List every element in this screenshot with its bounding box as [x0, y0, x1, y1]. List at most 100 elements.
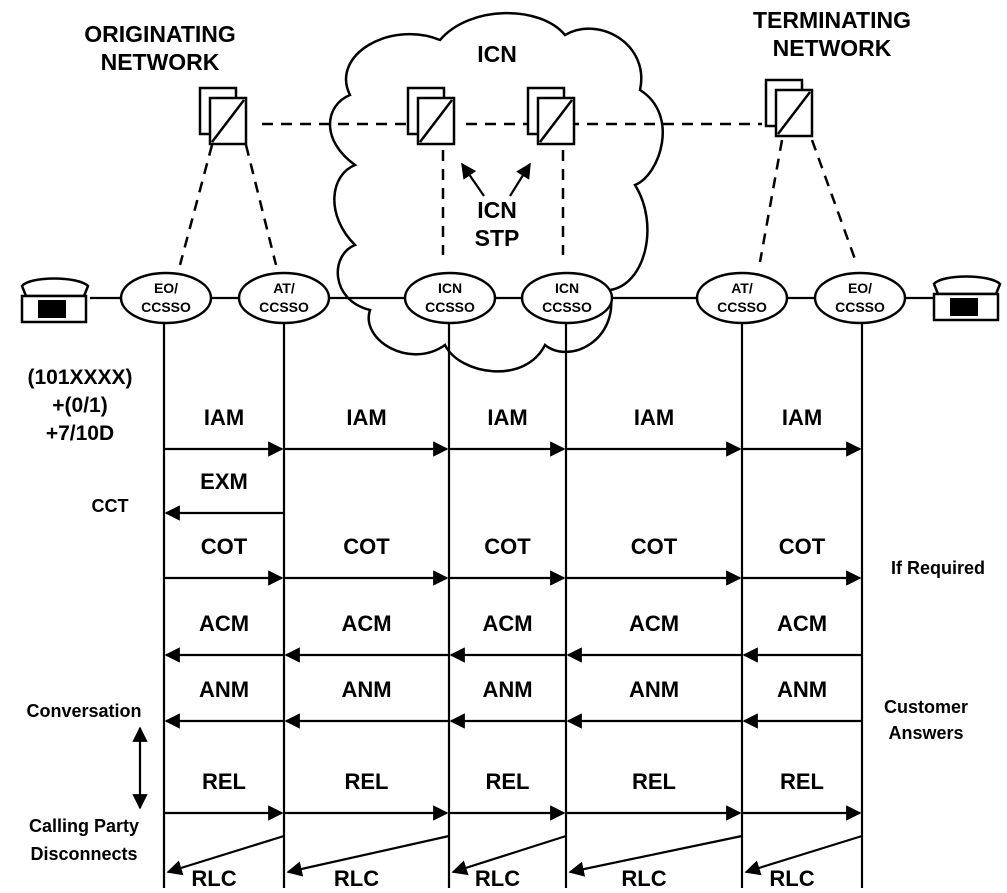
- message-label: ANM: [777, 677, 827, 702]
- originating-network-label-1: ORIGINATING: [84, 21, 236, 47]
- message-hop: COT: [742, 534, 860, 578]
- message-hop: REL: [284, 769, 447, 813]
- message-hop: COT: [164, 534, 282, 578]
- message-label: REL: [345, 769, 389, 794]
- dial-note-3: +7/10D: [46, 422, 114, 445]
- message-hop: IAM: [284, 405, 447, 449]
- stp-pointer-arrow: [510, 164, 530, 196]
- message-hop: COT: [449, 534, 564, 578]
- message-label: ACM: [629, 611, 679, 636]
- message-label: RLC: [769, 866, 814, 891]
- customer-answers-note-2: Answers: [888, 723, 963, 743]
- message-label: RLC: [621, 866, 666, 891]
- message-hop: RLC: [570, 836, 742, 891]
- message-label: RLC: [334, 866, 379, 891]
- icn-stp-label-2: STP: [475, 225, 520, 251]
- message-hop: ANM: [451, 677, 566, 721]
- message-hop: RLC: [168, 836, 284, 891]
- message-hop: COT: [284, 534, 447, 578]
- message-hop: IAM: [449, 405, 564, 449]
- originating-network-label-2: NETWORK: [101, 49, 220, 75]
- message-label: REL: [486, 769, 530, 794]
- message-label: RLC: [475, 866, 520, 891]
- message-hop: REL: [566, 769, 740, 813]
- switch-node: EO/CCSSO: [121, 273, 211, 323]
- message-label: ACM: [482, 611, 532, 636]
- switch-node-label-1: AT/: [273, 280, 295, 296]
- message-hop: REL: [164, 769, 282, 813]
- message-label: COT: [201, 534, 248, 559]
- message-label: COT: [631, 534, 678, 559]
- signaling-link: [180, 145, 212, 265]
- message-label: ANM: [629, 677, 679, 702]
- message-label: IAM: [487, 405, 527, 430]
- message-label: IAM: [204, 405, 244, 430]
- message-hop: ACM: [451, 611, 566, 655]
- message-label: COT: [343, 534, 390, 559]
- message-hop: EXM: [166, 469, 284, 513]
- message-label: IAM: [634, 405, 674, 430]
- calling-party-note-2: Disconnects: [30, 844, 137, 864]
- terminating-network-label-1: TERMINATING: [753, 7, 911, 33]
- message-label: REL: [202, 769, 246, 794]
- switch-node: ICN CCSSO: [405, 273, 495, 323]
- switch-node-label-2: CCSSO: [717, 299, 767, 315]
- message-hop: ANM: [744, 677, 862, 721]
- stp-icon: [408, 88, 454, 144]
- switch-node-label-2: CCSSO: [141, 299, 191, 315]
- message-label: ACM: [199, 611, 249, 636]
- message-hop: REL: [449, 769, 564, 813]
- switch-node-label-1: ICN: [438, 280, 462, 296]
- message-hop: COT: [566, 534, 740, 578]
- switch-node-label-1: ICN: [555, 280, 579, 296]
- switch-node-label-1: EO/: [848, 280, 872, 296]
- signaling-link: [246, 145, 276, 265]
- message-label: IAM: [782, 405, 822, 430]
- message-label: RLC: [191, 866, 236, 891]
- message-label: IAM: [346, 405, 386, 430]
- message-hop: ACM: [286, 611, 449, 655]
- message-label: REL: [632, 769, 676, 794]
- telephone-icon: [934, 277, 1000, 321]
- switch-node-label-2: CCSSO: [259, 299, 309, 315]
- message-hop: ANM: [568, 677, 742, 721]
- stp-icon: [200, 88, 246, 144]
- dial-note-2: +(0/1): [52, 394, 107, 417]
- message-hop: RLC: [453, 836, 566, 891]
- stp-pointer-arrow: [462, 164, 484, 196]
- message-hop: REL: [742, 769, 860, 813]
- message-hop: IAM: [566, 405, 740, 449]
- message-hop: ACM: [568, 611, 742, 655]
- message-label: ANM: [482, 677, 532, 702]
- message-label: REL: [780, 769, 824, 794]
- message-label: ACM: [341, 611, 391, 636]
- dial-note-1: (101XXXX): [27, 366, 132, 389]
- message-hop: RLC: [746, 836, 862, 891]
- conversation-note: Conversation: [26, 701, 141, 721]
- signaling-link: [760, 140, 782, 262]
- message-label: EXM: [200, 469, 248, 494]
- icn-label: ICN: [477, 41, 517, 67]
- switch-node-label-1: EO/: [154, 280, 178, 296]
- message-label: COT: [484, 534, 531, 559]
- switch-node: AT/CCSSO: [239, 273, 329, 323]
- stp-icon: [766, 80, 812, 136]
- message-label: ANM: [341, 677, 391, 702]
- message-label: COT: [779, 534, 826, 559]
- terminating-network-label-2: NETWORK: [773, 35, 892, 61]
- switch-node-label-2: CCSSO: [835, 299, 885, 315]
- message-hop: RLC: [288, 836, 449, 891]
- switch-node: EO/CCSSO: [815, 273, 905, 323]
- stp-icon: [528, 88, 574, 144]
- message-hop: ANM: [286, 677, 449, 721]
- message-hop: IAM: [742, 405, 860, 449]
- switch-node-label-1: AT/: [731, 280, 753, 296]
- message-hop: IAM: [164, 405, 282, 449]
- switch-node-label-2: CCSSO: [542, 299, 592, 315]
- message-hop: ACM: [166, 611, 284, 655]
- switch-node-label-2: CCSSO: [425, 299, 475, 315]
- signaling-link: [812, 140, 856, 262]
- calling-party-note-1: Calling Party: [29, 816, 139, 836]
